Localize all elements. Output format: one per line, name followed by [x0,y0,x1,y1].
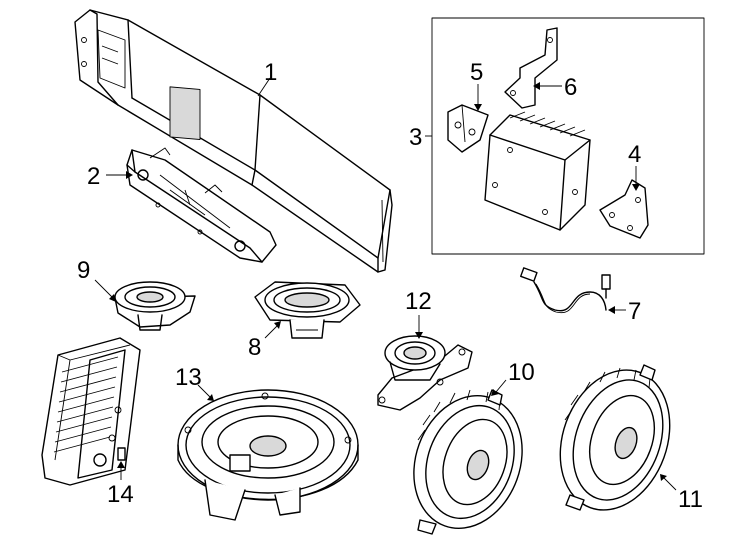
callout-7: 7 [628,298,641,325]
callout-13: 13 [175,364,202,391]
callout-3: 3 [409,124,422,151]
part-8-center-speaker [254,281,361,339]
part-14-amplifier-heatsink [41,337,141,486]
part-9-tweeter [114,281,196,331]
callout-2: 2 [87,163,100,190]
part-7-wire-harness [520,267,611,314]
part-4-right-bracket [599,179,649,239]
part-1-dash-panel [74,9,393,273]
callout-11: 11 [678,486,703,513]
part-6-top-bracket [504,27,558,109]
part-5-left-bracket [447,104,489,153]
callout-14: 14 [107,481,134,508]
callout-9: 9 [77,257,90,284]
callout-6: 6 [564,74,577,101]
callout-1: 1 [264,59,277,86]
callout-8: 8 [248,334,261,361]
callout-12: 12 [405,288,432,315]
callout-10: 10 [508,359,535,386]
part-2-bracket-rail [126,147,277,263]
part-13-subwoofer [177,389,359,521]
part-12-tweeter-bracket [377,335,473,411]
part-3-amplifier-module [484,111,591,231]
callout-4: 4 [628,141,641,168]
part-10-door-speaker-left [413,389,523,535]
part-11-door-speaker-right [559,364,671,511]
callout-5: 5 [470,59,483,86]
